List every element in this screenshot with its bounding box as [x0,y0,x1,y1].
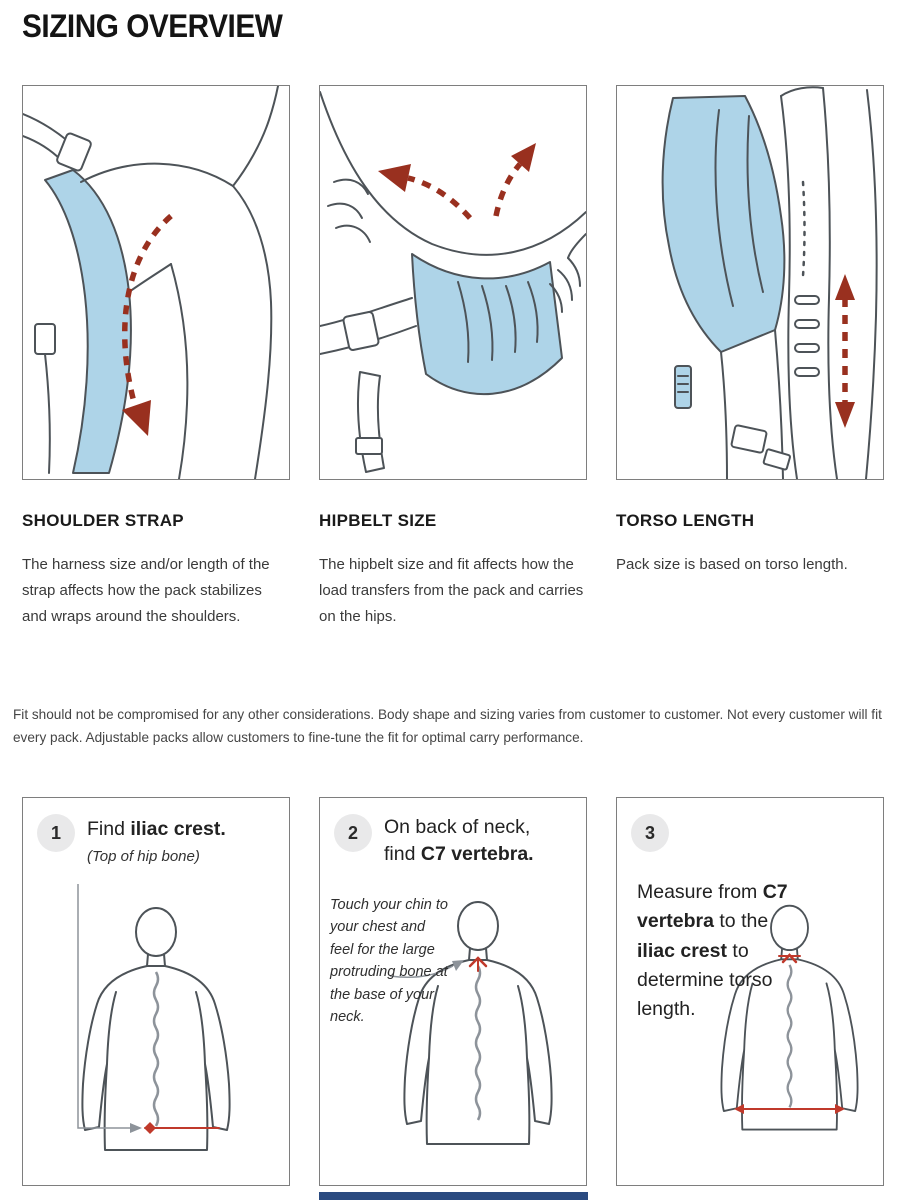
strap-adjust-arrow-icon [122,213,173,436]
feature-hipbelt-size: HIPBELT SIZE The hipbelt size and fit af… [319,85,587,629]
step-number-badge: 1 [37,814,75,852]
back-panel-art [780,86,878,479]
feature-torso-length: TORSO LENGTH Pack size is based on torso… [616,85,884,629]
iliac-crest-marker [734,1104,845,1114]
feature-description: Pack size is based on torso length. [616,556,848,573]
strap-webbing-art [23,113,92,474]
measurement-steps-row: 1 Find iliac crest. (Top of hip bone) 2 [22,797,884,1186]
step-instruction: Measure from C7 vertebra to the iliac cr… [637,878,797,1024]
iliac-crest-pointer-icon [77,884,142,1133]
feature-heading: TORSO LENGTH [616,511,755,530]
hipbelt-art [320,253,563,473]
step-2-box: 2 On back of neck, find C7 vertebra. Tou… [319,797,587,1186]
step-title: On back of neck, find C7 vertebra. [384,814,560,869]
step-1-box: 1 Find iliac crest. (Top of hip bone) [22,797,290,1186]
step-title-bold: iliac crest. [130,818,226,840]
step-text: Measure from [637,881,763,903]
iliac-crest-marker [144,1122,220,1134]
step-title: Find iliac crest. (Top of hip bone) [87,818,285,865]
torso-measure-illustration [720,904,859,1131]
c7-marker [468,956,488,972]
shoulder-strap-illustration-box [22,85,290,480]
step-title-text: On back of neck, find [384,816,531,866]
step-title-bold: C7 vertebra. [420,843,534,866]
feature-heading: SHOULDER STRAP [22,511,184,530]
iliac-crest-illustration [77,884,231,1152]
step-text-bold: iliac crest [637,939,727,962]
shoulder-body-art [80,86,279,479]
step-text-bold: C7 vertebra [637,881,788,933]
hipbelt-illustration [320,91,586,473]
step-3-box: 3 Measure from C7 vertebra to the iliac … [616,797,884,1186]
hipbelt-adjust-arrows-icon [378,143,536,220]
shoulder-strap-pad-art [44,169,132,474]
bottom-accent-bar [319,1192,588,1200]
feature-shoulder-strap: SHOULDER STRAP The harness size and/or l… [22,85,290,629]
step-title-text: Find [87,818,131,840]
shoulder-strap-illustration [23,86,279,479]
step-note: Touch your chin to your chest and feel f… [330,897,448,1026]
c7-marker [778,953,801,964]
features-row: SHOULDER STRAP The harness size and/or l… [22,85,884,629]
c7-vertebra-illustration [389,900,553,1146]
torso-length-illustration-box [616,85,884,480]
c7-pointer-icon [389,960,464,979]
hand-art [549,233,586,313]
step-number-badge: 2 [334,814,372,852]
step-text: to the [713,910,769,933]
torso-length-illustration [661,86,878,479]
feature-description: The hipbelt size and fit affects how the… [319,556,584,625]
page-title: SIZING OVERVIEW [22,8,283,44]
torso-length-arrow-icon [835,274,855,428]
step-subtitle: (Top of hip bone) [87,848,200,865]
fit-disclaimer-text: Fit should not be compromised for any ot… [13,707,882,746]
step-number-badge: 3 [631,814,669,852]
hipbelt-illustration-box [319,85,587,480]
lower-back-body-art [320,91,586,256]
step-text: to determine torso length. [637,939,773,1021]
feature-description: The harness size and/or length of the st… [22,556,270,625]
feature-heading: HIPBELT SIZE [319,511,437,530]
harness-art [661,95,791,479]
